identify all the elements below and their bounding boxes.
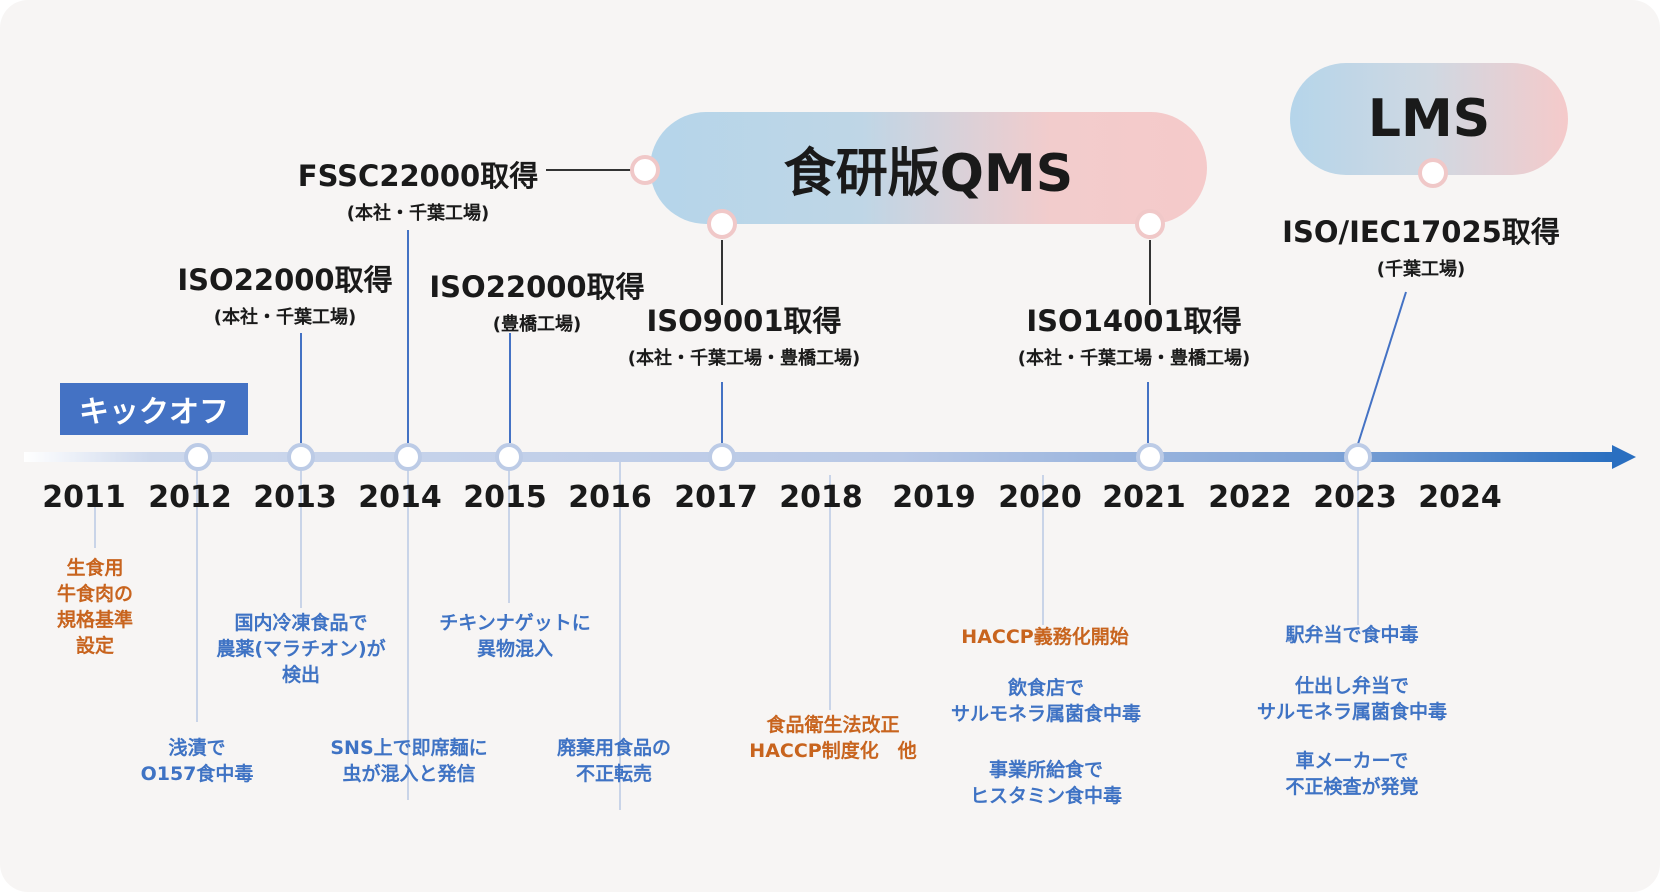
qms-marker-iso9001 [707, 209, 737, 239]
event-line: SNS上で即席麺に [330, 737, 488, 759]
lms-pill: LMS [1290, 63, 1568, 175]
qms-marker-iso14001 [1135, 209, 1165, 239]
event-o157-pickles: 浅漬で O157食中毒 [141, 735, 254, 787]
milestone-sub: (本社・千葉工場) [346, 203, 490, 224]
milestone-iso14001-2021: ISO14001取得 (本社・千葉工場・豊橋工場) [1018, 298, 1250, 370]
qms-marker-left [630, 155, 660, 185]
event-line: サルモネラ属菌食中毒 [1256, 701, 1448, 723]
marker-2014 [394, 443, 422, 471]
event-histamine-poisoning: 事業所給食で ヒスタミン食中毒 [970, 757, 1122, 809]
milestone-fssc22000-2014: FSSC22000取得 (本社・千葉工場) [298, 153, 538, 225]
year-2014: 2014 [358, 480, 442, 515]
event-haccp-mandatory: HACCP義務化開始 [961, 624, 1128, 650]
event-line: 浅漬で [168, 737, 226, 759]
event-line: 牛食肉の [56, 583, 134, 605]
milestone-title: FSSC22000取得 [297, 159, 539, 193]
milestone-title: ISO9001取得 [646, 304, 842, 338]
event-line: チキンナゲットに [439, 612, 591, 634]
marker-2012 [184, 443, 212, 471]
milestone-sub: (本社・千葉工場・豊橋工場) [627, 348, 861, 369]
marker-2013 [287, 443, 315, 471]
event-line: O157食中毒 [140, 763, 254, 785]
event-line: 駅弁当で食中毒 [1285, 624, 1419, 646]
milestone-iso22000-2015: ISO22000取得 (豊橋工場) [429, 264, 644, 336]
pill-connectors [546, 169, 1151, 305]
milestone-sub: (豊橋工場) [492, 314, 582, 335]
event-chicken-nugget-foreign-matter: チキンナゲットに 異物混入 [439, 610, 590, 662]
event-catered-lunch-salmonella: 仕出し弁当で サルモネラ属菌食中毒 [1257, 673, 1447, 725]
milestone-title: ISO22000取得 [429, 270, 645, 304]
event-line: 生食用 [66, 557, 124, 579]
milestone-title: ISO22000取得 [177, 263, 393, 297]
milestone-sub: (本社・千葉工場) [213, 307, 357, 328]
year-2015: 2015 [463, 480, 547, 515]
qms-pill: 食研版QMS [650, 112, 1207, 224]
event-line: 検出 [281, 664, 320, 686]
timeline-axis [24, 452, 1614, 462]
event-line: 飲食店で [1007, 677, 1085, 699]
event-line: 国内冷凍食品で [234, 612, 368, 634]
year-2020: 2020 [998, 480, 1082, 515]
year-2019: 2019 [892, 480, 976, 515]
event-line: 食品衛生法改正 [766, 714, 900, 736]
event-sns-instant-noodles: SNS上で即席麺に 虫が混入と発信 [330, 735, 487, 787]
year-2023: 2023 [1313, 480, 1397, 515]
event-waste-food-resale: 廃棄用食品の 不正転売 [557, 735, 671, 787]
event-line: サルモネラ属菌食中毒 [950, 703, 1142, 725]
year-2017: 2017 [674, 480, 758, 515]
milestone-title: ISO/IEC17025取得 [1282, 215, 1560, 249]
year-2021: 2021 [1102, 480, 1186, 515]
event-line: 農薬(マラチオン)が [216, 638, 386, 660]
event-food-sanitation-law: 食品衛生法改正 HACCP制度化 他 [749, 712, 916, 764]
milestone-iso9001-2017: ISO9001取得 (本社・千葉工場・豊橋工場) [628, 298, 860, 370]
event-line: 規格基準 [56, 609, 134, 631]
milestone-iso17025-2023: ISO/IEC17025取得 (千葉工場) [1282, 209, 1560, 281]
event-frozen-food-pesticide: 国内冷凍食品で 農薬(マラチオン)が 検出 [216, 610, 385, 688]
year-2022: 2022 [1208, 480, 1292, 515]
axis-markers [184, 443, 1372, 471]
event-connectors [94, 458, 1359, 810]
milestone-title: ISO14001取得 [1026, 304, 1242, 338]
event-line: 不正転売 [575, 763, 653, 785]
event-line: ヒスタミン食中毒 [969, 785, 1123, 807]
axis-arrowhead [1612, 445, 1636, 469]
event-line: HACCP制度化 他 [749, 740, 917, 762]
marker-2017 [708, 443, 736, 471]
milestone-iso22000-2013: ISO22000取得 (本社・千葉工場) [177, 257, 392, 329]
year-2018: 2018 [779, 480, 863, 515]
marker-2023 [1344, 443, 1372, 471]
event-line: 異物混入 [476, 638, 553, 660]
event-line: 虫が混入と発信 [342, 763, 476, 785]
marker-2021 [1136, 443, 1164, 471]
kickoff-label: キックオフ [60, 383, 248, 435]
event-restaurant-salmonella: 飲食店で サルモネラ属菌食中毒 [951, 675, 1141, 727]
year-2013: 2013 [253, 480, 337, 515]
event-line: 事業所給食で [988, 759, 1104, 781]
year-2024: 2024 [1418, 480, 1502, 515]
milestone-connector-2023 [1357, 291, 1407, 445]
year-2012: 2012 [148, 480, 232, 515]
lms-marker [1418, 158, 1448, 188]
event-line: 不正検査が発覚 [1285, 776, 1419, 798]
event-raw-beef-standard: 生食用 牛食肉の 規格基準 設定 [57, 555, 133, 659]
milestone-connectors [300, 230, 1407, 445]
year-2016: 2016 [568, 480, 652, 515]
event-ekiben-poisoning: 駅弁当で食中毒 [1285, 622, 1418, 648]
milestone-sub: (千葉工場) [1376, 259, 1466, 280]
event-line: 廃棄用食品の [556, 737, 672, 759]
year-2011: 2011 [42, 480, 126, 515]
event-line: 仕出し弁当で [1294, 675, 1410, 697]
event-line: 設定 [75, 635, 115, 657]
event-car-maker-inspection: 車メーカーで 不正検査が発覚 [1285, 748, 1418, 800]
event-line: HACCP義務化開始 [961, 626, 1129, 648]
event-line: 車メーカーで [1295, 750, 1409, 772]
marker-2015 [495, 443, 523, 471]
milestone-sub: (本社・千葉工場・豊橋工場) [1017, 348, 1251, 369]
